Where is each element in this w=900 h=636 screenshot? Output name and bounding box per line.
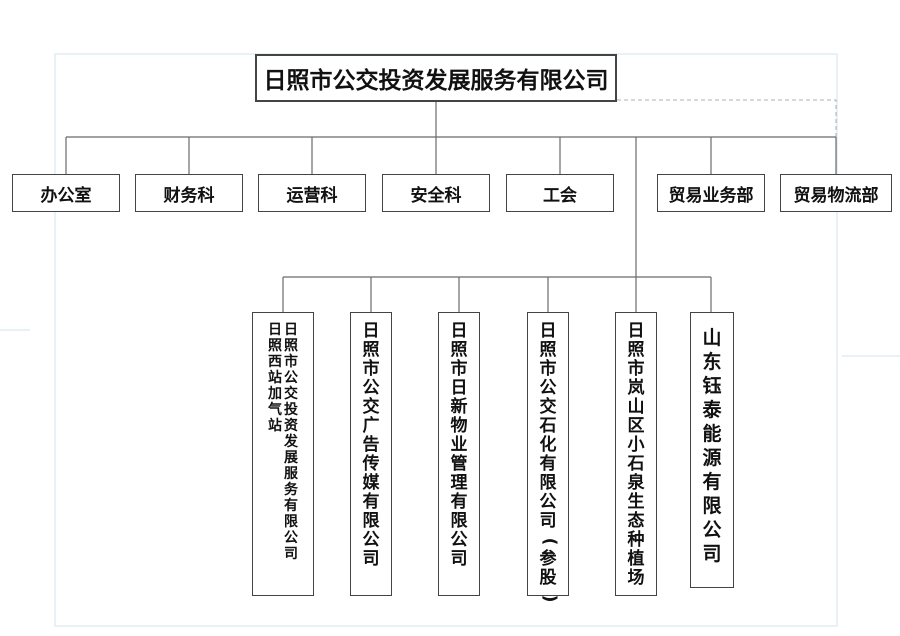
subsidiary-petrochemical: 日照市公交石化有限公司(参股) — [527, 312, 569, 602]
subsidiary-xiaoshiquan-farm: 日照市岚山区小石泉生态种植场 — [615, 312, 657, 596]
dept-safety: 安全科 — [382, 174, 490, 212]
subsidiary-label: 山东钰泰能源有限公司 — [702, 327, 722, 565]
dept-trade-business: 贸易业务部 — [657, 174, 765, 212]
subsidiary-two-column-text: 日照市公交投资发展服务有限公司 日照西站加气站 — [268, 323, 298, 563]
root-node: 日照市公交投资发展服务有限公司 — [255, 54, 617, 102]
subsidiary-label: 日照市岚山区小石泉生态种植场 — [627, 321, 645, 588]
dept-label: 安全科 — [410, 185, 462, 206]
subsidiary-yutai-energy: 山东钰泰能源有限公司 — [690, 312, 734, 588]
dept-label: 财务科 — [163, 185, 215, 206]
subsidiary-label: 日照市公交石化有限公司(参股) — [539, 321, 560, 603]
dept-trade-logistics: 贸易物流部 — [780, 174, 892, 212]
subsidiary-label: 日照市日新物业管理有限公司 — [450, 321, 468, 569]
dept-finance: 财务科 — [135, 174, 243, 212]
dept-label: 运营科 — [286, 185, 338, 206]
subsidiary-west-station-gas: 日照市公交投资发展服务有限公司 日照西站加气站 — [252, 312, 314, 596]
subsidiary-advertising-media: 日照市公交广告传媒有限公司 — [350, 312, 392, 596]
subsidiary-parent-label: 日照市公交投资发展服务有限公司 — [284, 322, 298, 562]
dashed-connector — [617, 99, 837, 137]
dept-union: 工会 — [506, 174, 614, 212]
subsidiary-label: 日照西站加气站 — [268, 322, 282, 434]
root-node-label: 日照市公交投资发展服务有限公司 — [263, 68, 609, 94]
dept-label: 贸易业务部 — [668, 185, 754, 206]
dept-operations: 运营科 — [258, 174, 366, 212]
dept-label: 贸易物流部 — [793, 185, 879, 206]
dept-label: 办公室 — [40, 185, 92, 206]
dept-office: 办公室 — [12, 174, 120, 212]
subsidiary-label: 日照市公交广告传媒有限公司 — [362, 321, 380, 569]
dept-label: 工会 — [543, 185, 577, 206]
subsidiary-rixin-property: 日照市日新物业管理有限公司 — [438, 312, 480, 596]
